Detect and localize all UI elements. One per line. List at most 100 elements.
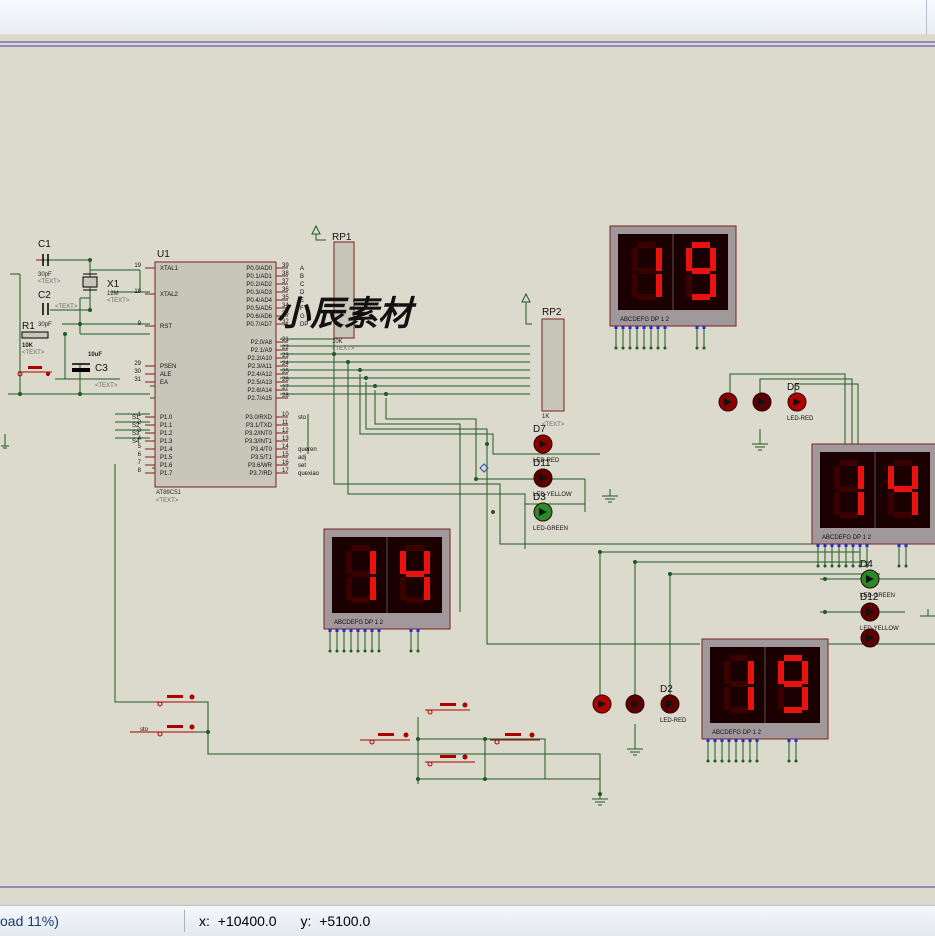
c3-text: <TEXT>: [95, 383, 118, 389]
x-label: x:: [199, 913, 210, 929]
u1-pin-name: P3.3/INT1: [245, 439, 273, 445]
segment-g: [692, 268, 710, 274]
disp-north[interactable]: ABCDEFG DP 1 2: [609, 225, 737, 350]
u1-pin-name: P0.3/AD3: [246, 290, 272, 296]
pin-marker: [335, 629, 339, 632]
lead-end: [713, 759, 717, 763]
p3-net-label: sto: [298, 415, 307, 421]
reset-button[interactable]: [17, 366, 52, 377]
led-unlabeled[interactable]: [860, 628, 880, 648]
capacitor-c1[interactable]: C1 30pF <TEXT>: [36, 239, 61, 285]
segment-a: [894, 460, 912, 466]
lead-end: [628, 346, 632, 350]
segment-e: [686, 274, 692, 297]
led-unlabeled[interactable]: [592, 694, 612, 714]
pin-marker: [695, 326, 699, 329]
u1-pin-name: P3.0/RXD: [245, 415, 272, 421]
led-unlabeled[interactable]: [752, 392, 772, 412]
lead-end: [830, 564, 834, 568]
u1-pin-num: 3: [138, 428, 142, 434]
led-unlabeled[interactable]: [625, 694, 645, 714]
u1-pin-num: 8: [138, 468, 142, 474]
button-3[interactable]: [425, 702, 470, 715]
segment-b: [370, 551, 376, 574]
lead-end: [844, 564, 848, 568]
u1-pin-num: 22: [282, 345, 289, 351]
pin-marker: [614, 326, 618, 329]
button-4[interactable]: [360, 732, 410, 745]
pin-marker: [663, 326, 667, 329]
x1-ref: X1: [107, 279, 120, 290]
display-pin-labels: ABCDEFG DP 1 2: [334, 620, 384, 626]
u1-pin-name: P3.1/TXD: [246, 423, 273, 429]
pin-marker: [830, 544, 834, 547]
pin-marker: [794, 739, 798, 742]
lead-end: [377, 649, 381, 653]
display-pin-labels: ABCDEFG DP 1 2: [712, 730, 762, 736]
p3-net-label: quexiao: [298, 471, 320, 477]
u1-pin-num: 21: [282, 337, 289, 343]
u1-pin-name: P0.1/AD1: [246, 274, 272, 280]
lead-end: [748, 759, 752, 763]
push-buttons: sto: [130, 694, 540, 767]
u1-pin-num: 27: [282, 385, 289, 391]
lead-end: [409, 649, 413, 653]
button-sto[interactable]: sto: [130, 724, 195, 737]
led-unlabeled[interactable]: [718, 392, 738, 412]
schematic-canvas[interactable]: C1 30pF <TEXT> C2 30pF <TEXT> X1 12M <TE…: [0, 34, 935, 904]
button-sto-upper[interactable]: [155, 694, 195, 707]
segment-b: [802, 661, 808, 684]
led-symbol: [793, 398, 801, 406]
lead-end: [656, 346, 660, 350]
pin-marker: [356, 629, 360, 632]
switch-net-label: S3: [132, 431, 140, 437]
lead-end: [642, 346, 646, 350]
rp1-value: 10K: [332, 339, 343, 345]
ground-symbols: [1, 429, 935, 806]
u1-pin-name: P2.3/A11: [248, 364, 273, 370]
capacitor-c2[interactable]: C2 30pF <TEXT>: [38, 290, 78, 328]
segment-g: [894, 486, 912, 492]
p0-net-label: E: [300, 298, 304, 304]
p3-net-label: set: [298, 463, 306, 469]
u1-pin-num: 6: [138, 452, 142, 458]
watermark-text: 小辰素材: [276, 294, 417, 334]
resistor-r1[interactable]: R1 10K <TEXT>: [21, 321, 49, 356]
u1-pin-name: P0.6/AD6: [246, 314, 272, 320]
led-type: LED-GREEN: [533, 526, 568, 532]
u1-pin-num: 34: [282, 303, 289, 309]
resistor-pack-rp2[interactable]: RP2 1K <TEXT>: [541, 307, 565, 428]
u1-pin-num: 10: [282, 412, 289, 418]
cursor-coordinates: x: +10400.0 y: +5100.0: [199, 913, 374, 929]
pin-marker: [409, 629, 413, 632]
lead-end: [342, 649, 346, 653]
capacitor-c3[interactable]: C3 10uF <TEXT>: [72, 352, 118, 389]
disp-east[interactable]: ABCDEFG DP 1 2: [811, 443, 935, 568]
resistor-pack-rp1[interactable]: RP1 10K <TEXT>: [332, 232, 355, 352]
lead-end: [794, 759, 798, 763]
crystal-x1[interactable]: X1 12M <TEXT>: [82, 273, 130, 304]
segment-b: [710, 248, 716, 271]
p0-net-label: G: [300, 314, 305, 320]
button-6[interactable]: [490, 732, 540, 745]
segment-e: [778, 687, 784, 710]
segment-g: [840, 486, 858, 492]
u1-pin-name: P0.7/AD7: [246, 322, 272, 328]
button-5[interactable]: [425, 754, 475, 767]
pin-marker: [865, 544, 869, 547]
segment-d: [784, 707, 802, 713]
x-value: +10400.0: [217, 913, 277, 929]
disp-west[interactable]: ABCDEFG DP 1 2: [323, 528, 451, 653]
disp-south[interactable]: ABCDEFG DP 1 2: [701, 638, 829, 763]
